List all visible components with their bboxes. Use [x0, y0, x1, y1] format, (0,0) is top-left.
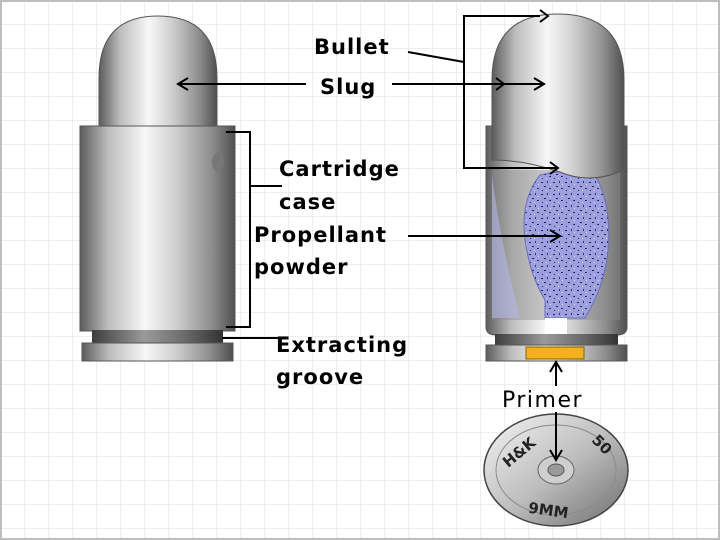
bullet-bracket [463, 15, 556, 169]
label-bullet: Bullet [314, 35, 390, 59]
left-case-body [79, 125, 236, 332]
left-rim [81, 342, 234, 362]
right-bullet [491, 13, 625, 179]
left-bullet-tip [98, 15, 218, 131]
left-groove [92, 330, 223, 344]
left-cartridge [79, 15, 236, 362]
label-groove-line1: Extracting [276, 333, 409, 357]
primer-arrow-up [549, 360, 563, 373]
label-groove-line2: groove [276, 365, 365, 389]
left-case-dent [212, 153, 224, 171]
bullet-bracket-top-arrow [539, 9, 550, 23]
label-propellant-line2: powder [254, 255, 349, 279]
slug-arrow-left [176, 77, 189, 91]
slug-arrow-right [533, 77, 546, 91]
propellant-arrow [549, 229, 562, 243]
label-slug: Slug [320, 75, 377, 99]
label-cartridge-line2: case [279, 190, 337, 214]
headstamp-caliber: 9MM [527, 499, 569, 522]
primer-arrow-down [549, 449, 563, 462]
label-propellant-line1: Propellant [254, 223, 388, 247]
primer-cup [525, 346, 585, 360]
label-cartridge-line1: Cartridge [279, 157, 400, 181]
right-cartridge [485, 13, 628, 362]
bullet-bracket-bottom-arrow [549, 161, 560, 175]
right-groove [495, 334, 618, 346]
label-primer: Primer [502, 388, 584, 413]
pointer-lines [176, 9, 563, 462]
case-bracket [226, 131, 251, 328]
powder-edge-left [492, 175, 520, 318]
slug-arrow-mid [495, 77, 506, 91]
bullet-label-line [407, 51, 465, 63]
